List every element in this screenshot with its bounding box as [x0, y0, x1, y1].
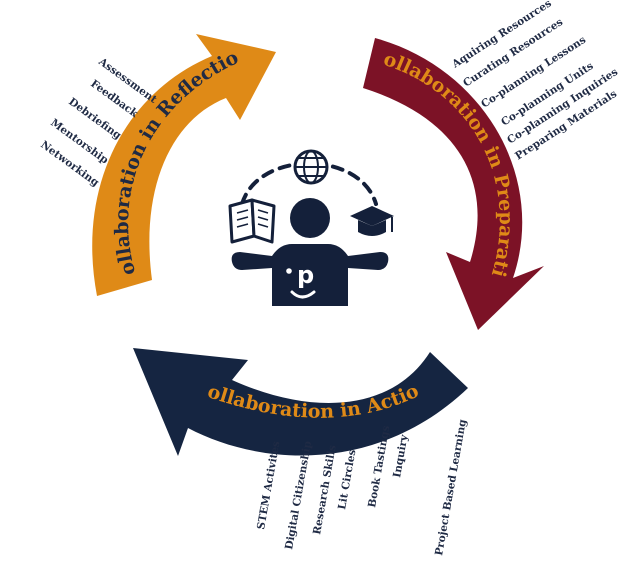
- person-icon: [231, 198, 389, 306]
- action-arrow-shape: [133, 348, 468, 456]
- action-item: Research Skills: [311, 444, 339, 536]
- preparation-arrow-shape: [363, 38, 544, 330]
- svg-text:p: p: [297, 261, 314, 289]
- graduation-cap-icon: [350, 206, 394, 236]
- action-item: Project Based Learning: [433, 418, 469, 557]
- logo-mark: p: [286, 261, 316, 299]
- action-item: Digital Citizenship: [283, 440, 314, 550]
- center-illustration: p: [228, 149, 394, 306]
- globe-icon: [293, 149, 329, 185]
- reflection-arrow-shape: [92, 34, 276, 296]
- open-book-icon: [228, 198, 276, 244]
- action-item: Inquiry: [391, 433, 410, 478]
- action-item: Lit Circles: [336, 449, 358, 511]
- action-item: STEM Activites: [255, 440, 282, 530]
